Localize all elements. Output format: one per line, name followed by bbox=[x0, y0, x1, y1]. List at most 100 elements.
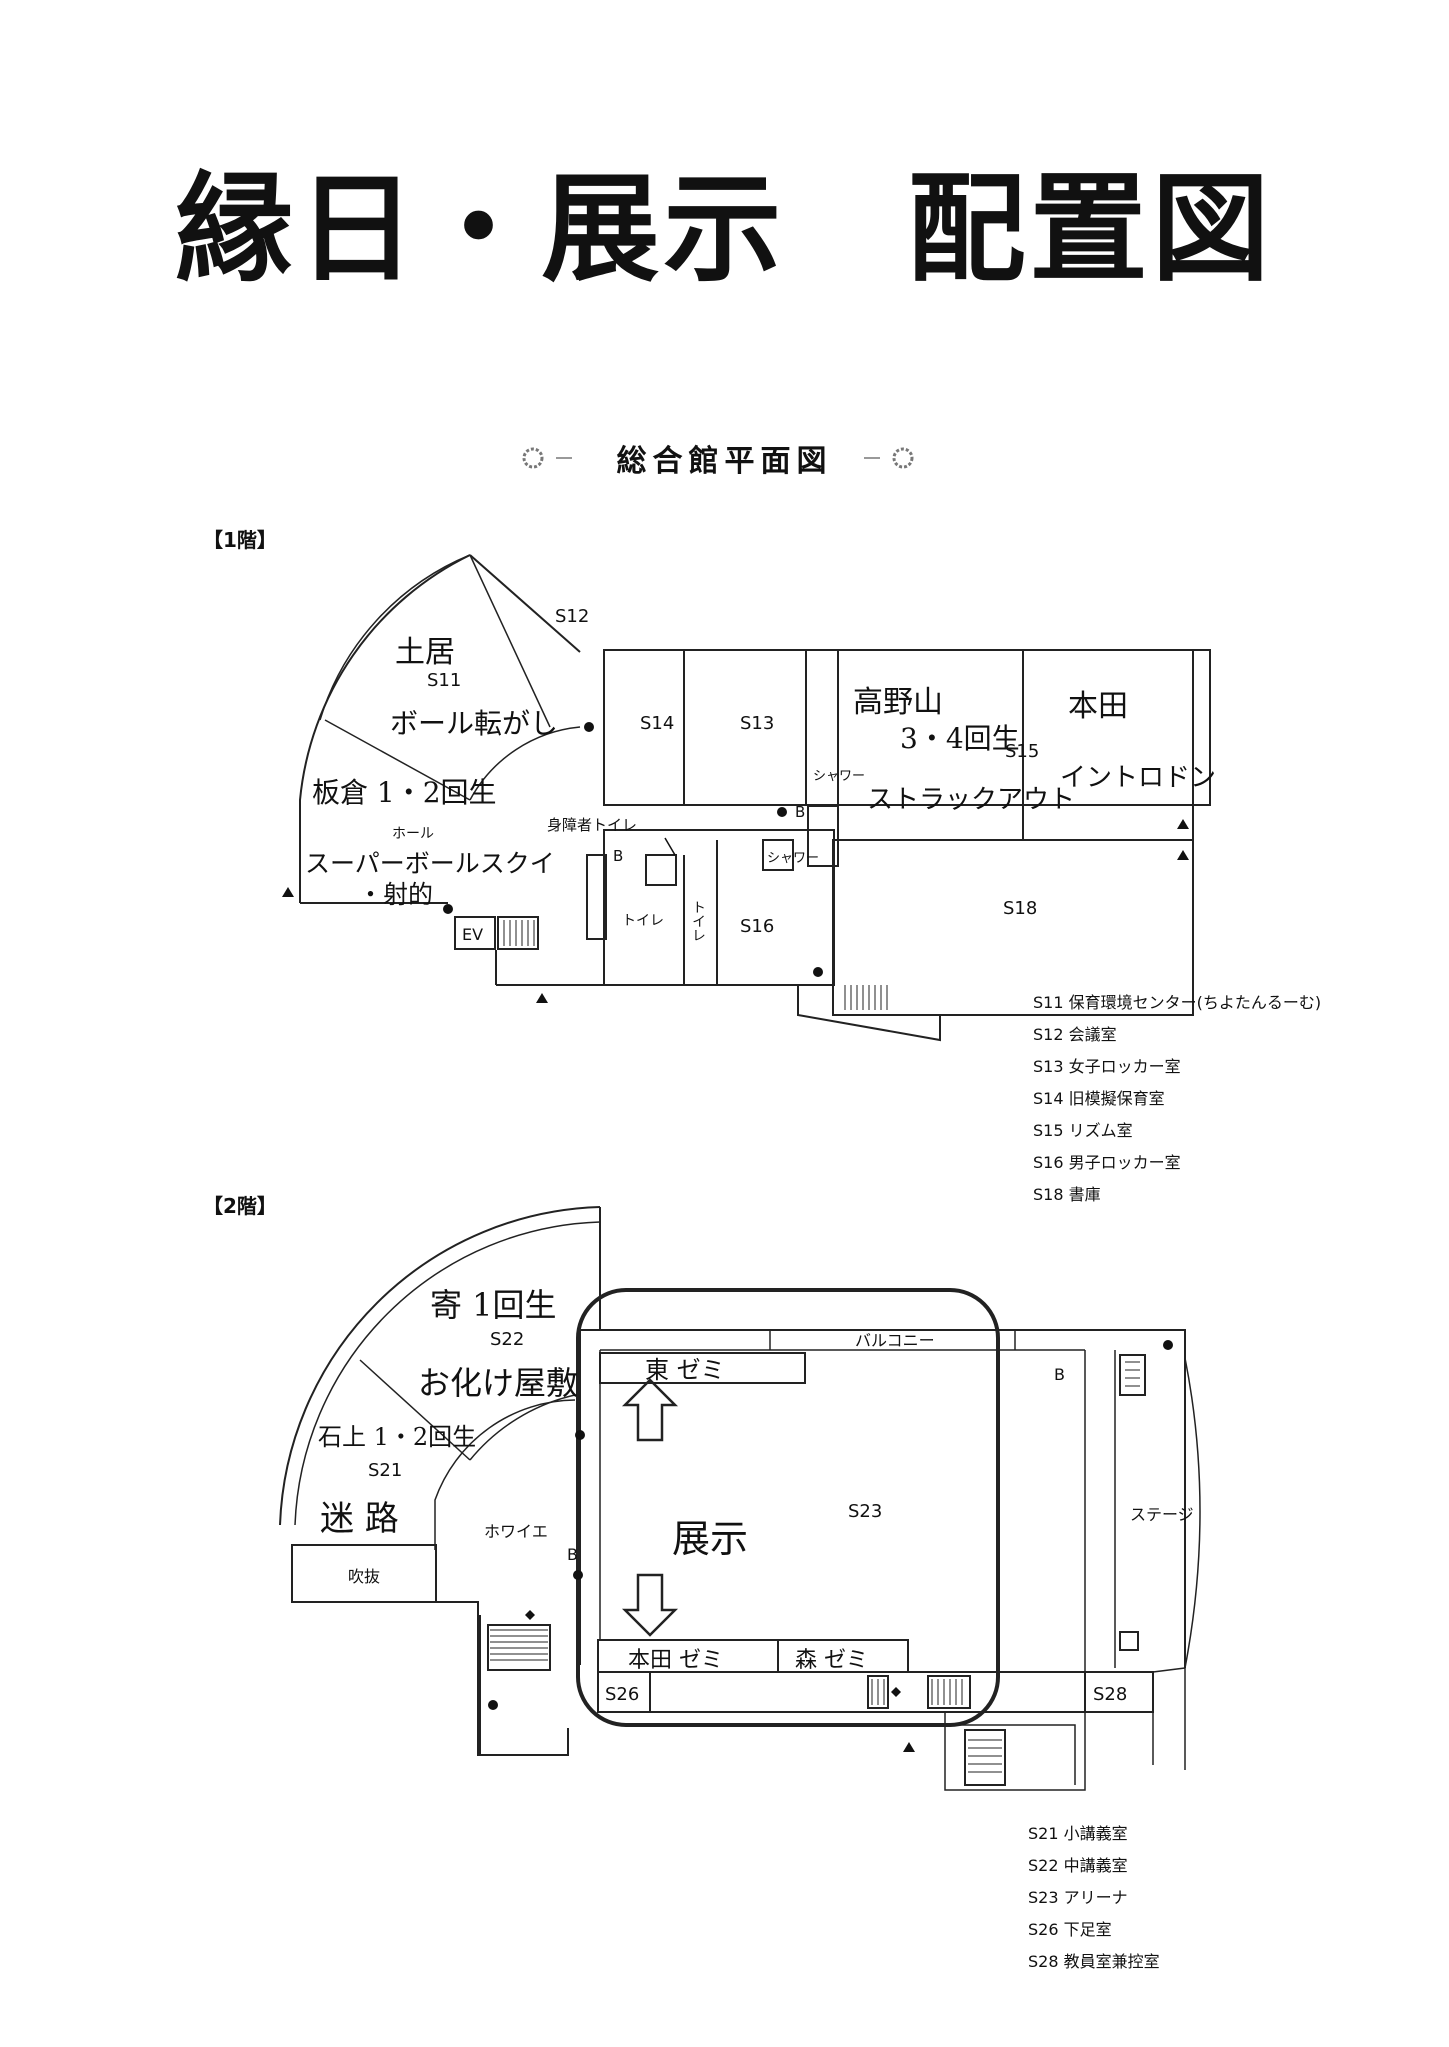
handwritten-s11-event: ボール転がし bbox=[390, 707, 558, 740]
floor2-label: 【2階】 bbox=[203, 1194, 277, 1218]
handwritten-s22-event: お化け屋敷 bbox=[418, 1364, 578, 1402]
honda-seminar-label: 本田 ゼミ bbox=[628, 1648, 723, 1673]
shower-box bbox=[807, 805, 839, 867]
entrance-triangle-icon bbox=[903, 1742, 915, 1752]
floor2-plan bbox=[279, 1206, 1201, 1791]
column-marker-icon bbox=[1163, 1340, 1173, 1350]
diamond-marker-icon bbox=[525, 1610, 535, 1620]
handwritten-s15-right-name: 本田 bbox=[1068, 689, 1128, 724]
shower-label: シャワー bbox=[813, 769, 865, 784]
column-marker-icon bbox=[584, 722, 594, 732]
stairs-box bbox=[487, 1624, 551, 1671]
floor2-outer-arc bbox=[294, 1221, 601, 1526]
handwritten-s15-right-event: イントロドン bbox=[1060, 763, 1216, 793]
floor1-inner-arc bbox=[469, 726, 581, 801]
hall-label: ホール bbox=[392, 826, 434, 842]
subtitle: 総合館平面図 bbox=[616, 444, 833, 479]
floor1-plan bbox=[299, 554, 1211, 1042]
floor2-wall bbox=[944, 1712, 1086, 1791]
handwritten-s15-event: ストラックアウト bbox=[867, 785, 1075, 815]
toilet-vertical-label: トイレ bbox=[690, 900, 706, 942]
b-label: B bbox=[795, 803, 805, 821]
legend-item: S13 女子ロッカー室 bbox=[1033, 1057, 1181, 1076]
atrium-label: 吹抜 bbox=[348, 1567, 380, 1586]
room-s13-label: S13 bbox=[740, 713, 774, 734]
handwritten-s15-name: 高野山 bbox=[853, 685, 943, 720]
floor1-wall bbox=[324, 719, 471, 801]
floor1-markers bbox=[282, 722, 1189, 1003]
balcony-label: バルコニー bbox=[855, 1331, 935, 1350]
mori-seminar-label: 森 ゼミ bbox=[795, 1648, 868, 1673]
east-seminar-box bbox=[599, 1352, 806, 1384]
floor1-wall bbox=[469, 554, 581, 653]
floor2-wall bbox=[436, 1601, 569, 1756]
bottom-corridor bbox=[597, 1671, 1154, 1713]
room-s22-label: S22 bbox=[490, 1329, 524, 1350]
handwritten-hall-event2: ・射的 bbox=[358, 880, 433, 909]
floor2-wall bbox=[1152, 1667, 1186, 1770]
handwritten-s15-year: 3・4回生 bbox=[900, 722, 1020, 755]
accessible-toilet-box bbox=[645, 854, 677, 886]
entrance-triangle-icon bbox=[282, 887, 294, 897]
room-s12-label: S12 bbox=[555, 606, 589, 627]
room-s11-label: S11 bbox=[427, 670, 461, 691]
column-marker-icon bbox=[443, 904, 453, 914]
floor2-wall bbox=[359, 1359, 471, 1461]
legend-item: S12 会議室 bbox=[1033, 1025, 1117, 1044]
legend-item: S28 教員室兼控室 bbox=[1028, 1952, 1160, 1971]
legend-item: S11 保育環境センター(ちよたんるーむ) bbox=[1033, 993, 1322, 1012]
legend-item: S23 アリーナ bbox=[1028, 1888, 1128, 1907]
column-marker-icon bbox=[488, 1700, 498, 1710]
ornament-left-icon bbox=[522, 447, 572, 469]
column-marker-icon bbox=[573, 1570, 583, 1580]
floor1-wall bbox=[319, 554, 471, 721]
ev-box bbox=[454, 916, 496, 950]
ornament-right-icon bbox=[864, 447, 914, 469]
floor1-wall bbox=[469, 554, 551, 728]
stairs-hatch bbox=[490, 1361, 1140, 1773]
legend-item: S18 書庫 bbox=[1033, 1185, 1101, 1204]
exhibit-label: 展示 bbox=[672, 1517, 748, 1561]
accessible-toilet-label: 身障者トイレ bbox=[547, 816, 637, 834]
stairs-box bbox=[497, 916, 539, 950]
floor2-outer-arc bbox=[279, 1206, 601, 1526]
handwritten-s22-name: 寄 1回生 bbox=[430, 1286, 557, 1324]
column-marker-icon bbox=[777, 807, 787, 817]
room-s16-label: S16 bbox=[740, 916, 774, 937]
floor2-inner-arc bbox=[434, 1399, 576, 1550]
column-marker-icon bbox=[575, 1430, 585, 1440]
handwritten-hall-event: スーパーボールスクイ bbox=[305, 849, 555, 878]
floor1-wall bbox=[586, 854, 607, 940]
entrance-triangle-icon bbox=[1177, 850, 1189, 860]
arrow-down-icon bbox=[621, 1573, 679, 1637]
arrow-up-icon bbox=[621, 1378, 679, 1442]
room-s23-label: S23 bbox=[848, 1501, 882, 1522]
shower-label: シャワー bbox=[767, 851, 819, 866]
stage-curve bbox=[1184, 1357, 1201, 1669]
floor2-inner-arc bbox=[469, 1394, 576, 1461]
entrance-triangle-icon bbox=[1177, 819, 1189, 829]
room-s28-label: S28 bbox=[1093, 1684, 1127, 1705]
room-s26-box bbox=[597, 1671, 651, 1713]
legend-item: S21 小講義室 bbox=[1028, 1824, 1128, 1843]
room-s15-label: S15 bbox=[1005, 741, 1039, 762]
floor2-wall bbox=[960, 1724, 1076, 1785]
shower-box bbox=[762, 839, 794, 871]
floor1-outer-arc bbox=[299, 554, 471, 903]
room-s18-label: S18 bbox=[1003, 898, 1037, 919]
diamond-marker-icon bbox=[891, 1687, 901, 1697]
b-label: B bbox=[567, 1545, 578, 1564]
exhibit-area-frame bbox=[576, 1288, 1000, 1727]
ev-label: EV bbox=[462, 925, 483, 944]
toilet-label: トイレ bbox=[622, 913, 664, 929]
legend-item: S16 男子ロッカー室 bbox=[1033, 1153, 1181, 1172]
legend-item: S15 リズム室 bbox=[1033, 1121, 1133, 1140]
room-s14-label: S14 bbox=[640, 713, 674, 734]
column-marker-icon bbox=[813, 967, 823, 977]
floor1-wall bbox=[797, 985, 941, 1042]
floor2-legend: S21 小講義室 S22 中講義室 S23 アリーナ S26 下足室 S28 教… bbox=[1028, 1818, 1160, 1978]
floor1-legend: S11 保育環境センター(ちよたんるーむ) S12 会議室 S13 女子ロッカー… bbox=[1033, 987, 1321, 1211]
handwritten-s21-event: 迷 路 bbox=[320, 1499, 399, 1539]
stairs-box bbox=[867, 1675, 889, 1709]
